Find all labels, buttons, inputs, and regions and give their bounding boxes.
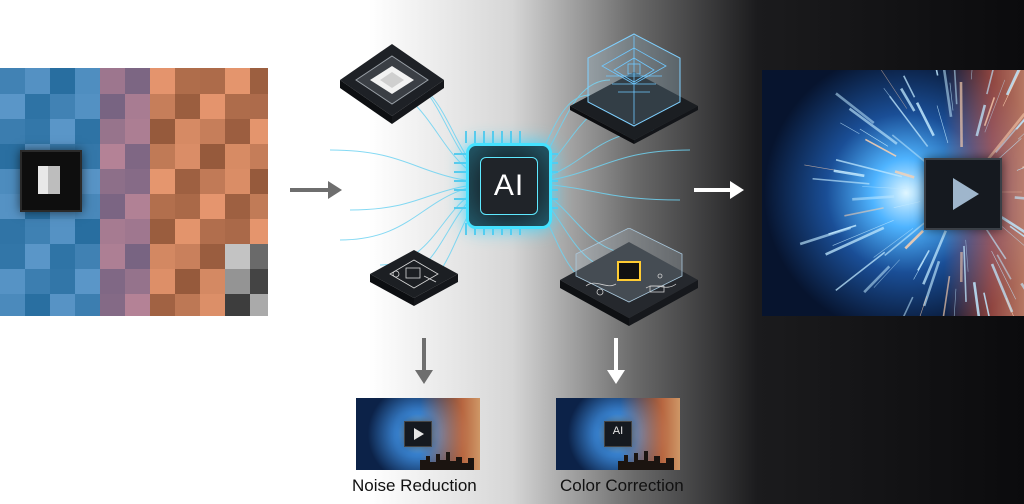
processor-module-top-right — [570, 33, 698, 144]
noise-reduction-thumbnail — [356, 398, 480, 470]
processor-module-bottom-left — [370, 250, 458, 306]
noise-reduction-label: Noise Reduction — [352, 476, 477, 495]
processor-module-top-left — [340, 44, 444, 124]
ai-chip-icon: AI — [466, 143, 552, 229]
arrow-down-icon — [415, 338, 433, 384]
play-icon — [414, 428, 424, 440]
play-box-enhanced — [924, 158, 1002, 230]
processor-module-bottom-right — [560, 228, 698, 326]
color-correction-thumbnail: AI — [556, 398, 680, 470]
ai-chip-icon: AI — [604, 421, 632, 447]
arrow-right-icon — [290, 181, 342, 199]
arrow-right-icon — [694, 181, 744, 199]
play-icon — [953, 178, 979, 210]
ai-chip-label: AI — [480, 157, 538, 215]
color-correction-label: Color Correction — [560, 476, 684, 495]
arrow-down-icon — [607, 338, 625, 384]
play-box-pixelated — [20, 150, 82, 212]
pixelated-input-image — [0, 68, 268, 316]
enhanced-output-image — [762, 70, 1024, 316]
